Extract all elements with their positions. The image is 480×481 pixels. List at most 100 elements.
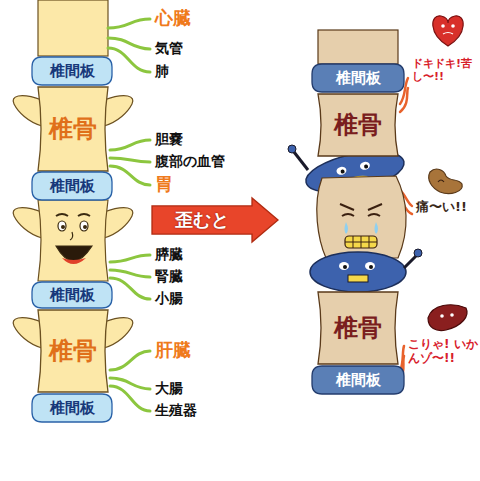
node-outline	[32, 394, 112, 422]
illustration-part	[438, 180, 444, 182]
illustration-part	[310, 252, 406, 292]
exclaim-text: 痛〜い!!	[416, 200, 467, 215]
illustration-part	[38, 200, 108, 281]
illustration-part	[288, 145, 296, 153]
illustration-part	[110, 270, 150, 277]
illustration-part	[58, 221, 66, 231]
organ-label: 肺	[155, 63, 169, 79]
node-label: 椎間板	[50, 63, 95, 80]
illustration-part	[110, 278, 150, 299]
illustration-part	[104, 318, 133, 348]
node-label: 歪むと	[175, 210, 229, 230]
node-label: 椎間板	[50, 287, 95, 304]
illustration-part	[83, 225, 87, 229]
illustration-part	[368, 204, 382, 210]
illustration-part	[56, 214, 68, 216]
disc-box: 椎間板	[32, 394, 112, 422]
node-label: 椎間板	[336, 70, 381, 87]
illustration-part	[433, 16, 463, 46]
node-outline	[312, 366, 404, 394]
organ-label: 心臓	[155, 8, 191, 29]
illustration-part	[375, 222, 379, 234]
exclaim-text: ドキドキ!苦し〜!!	[412, 58, 476, 83]
node-label: 椎骨	[334, 315, 382, 341]
node-outline	[152, 198, 278, 242]
node-label: 椎骨	[49, 338, 97, 364]
illustration-part	[343, 265, 347, 269]
illustration-part	[340, 204, 354, 210]
node-label: 椎骨	[49, 116, 97, 142]
illustration-part	[104, 208, 133, 238]
vertebra-box: 椎骨	[38, 87, 108, 171]
organ-label: 小腸	[155, 290, 183, 306]
illustration-part	[340, 169, 345, 174]
illustration-part	[317, 176, 406, 258]
node-label: 椎間板	[336, 372, 381, 389]
illustration-part	[104, 96, 133, 126]
illustration-part	[318, 30, 398, 64]
illustration-part	[13, 96, 42, 126]
illustration-part	[38, 0, 108, 56]
illustration-part	[414, 249, 422, 257]
organ-label: 気管	[155, 40, 183, 56]
illustration-part	[110, 386, 150, 411]
illustration-part	[368, 214, 380, 216]
illustration-part	[110, 255, 150, 262]
node-outline	[312, 64, 404, 92]
illustration-part	[429, 169, 462, 194]
node-outline	[32, 282, 112, 308]
illustration-part	[348, 275, 368, 282]
node-outline	[318, 94, 398, 156]
illustration-part	[365, 262, 375, 270]
node-label: 椎間板	[50, 400, 95, 417]
illustration-part	[441, 24, 445, 28]
illustration-part	[400, 88, 408, 112]
illustration-part	[443, 33, 453, 35]
illustration-part	[110, 158, 150, 162]
vertebra-box: 椎骨	[318, 94, 398, 156]
vertebra-box: 椎骨	[38, 310, 108, 392]
illustration-part	[56, 246, 92, 261]
organ-label: 肝臓	[155, 340, 191, 361]
illustration-part	[342, 214, 354, 216]
illustration-part	[345, 236, 377, 248]
node-outline	[32, 57, 112, 85]
organ-label: 胆嚢	[155, 131, 183, 147]
exclaim-text: こりゃ! いかんゾ〜!!	[408, 338, 478, 366]
disc-box: 椎間板	[312, 64, 404, 92]
illustration-part	[110, 351, 150, 370]
organ-label: 腹部の血管	[155, 153, 225, 169]
illustration-part	[336, 166, 347, 176]
illustration-part	[369, 265, 373, 269]
disc-box: 椎間板	[32, 172, 112, 200]
illustration-part	[404, 256, 416, 268]
organ-label: 大腸	[155, 380, 183, 396]
arrow-box: 歪むと	[152, 198, 278, 242]
illustration-part	[13, 318, 42, 348]
organ-label: 腎臓	[155, 268, 183, 284]
illustration-part	[339, 262, 349, 270]
organ-label: 膵臓	[155, 246, 183, 262]
illustration-part	[440, 314, 444, 318]
node-label: 椎骨	[334, 112, 382, 138]
illustration-part	[359, 161, 370, 171]
illustration-part	[294, 152, 308, 170]
organ-label: 生殖器	[155, 402, 197, 418]
node-outline	[38, 310, 108, 392]
illustration-part	[13, 208, 42, 238]
illustration-part	[70, 232, 73, 240]
illustration-part	[345, 236, 377, 248]
vertebra-box: 椎骨	[318, 292, 398, 364]
node-outline	[38, 87, 108, 171]
illustration-part	[108, 48, 150, 72]
illustration-part	[110, 140, 150, 150]
disc-box: 椎間板	[32, 57, 112, 85]
illustration-part	[110, 166, 150, 185]
organ-label: 胃	[155, 174, 173, 195]
illustration-part	[108, 19, 150, 28]
illustration-part	[450, 313, 454, 317]
illustration-part	[80, 221, 88, 231]
node-outline	[318, 292, 398, 364]
node-outline	[32, 172, 112, 200]
